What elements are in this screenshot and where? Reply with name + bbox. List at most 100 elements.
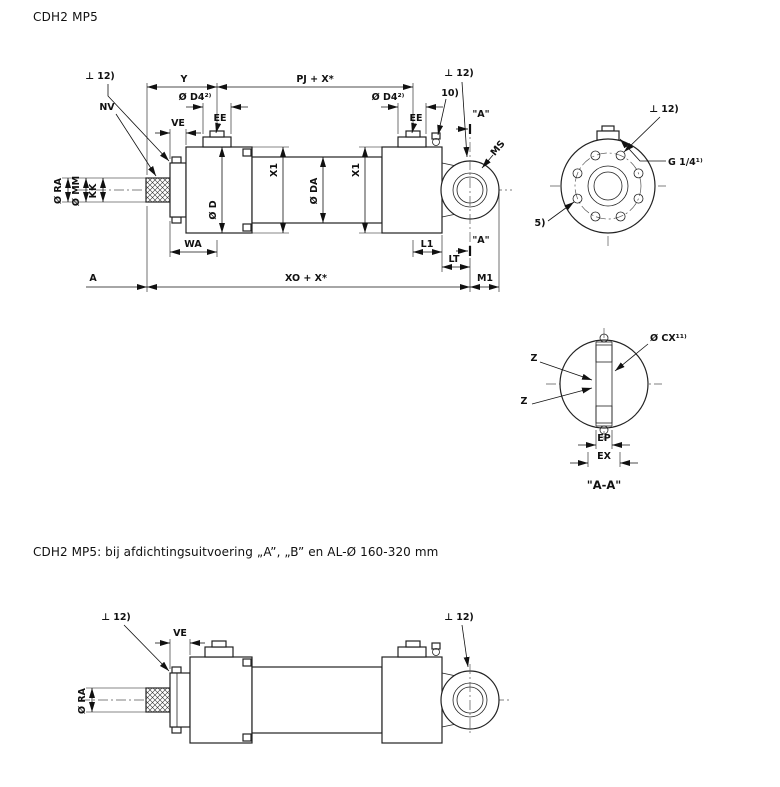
dim-label-mm: Ø MM <box>71 176 82 206</box>
note-perp12-right: ⊥ 12) <box>444 68 474 158</box>
variant-dim-ve: VE <box>155 628 205 669</box>
variant-port-left <box>204 640 234 658</box>
dim-ve-main: VE <box>155 118 201 159</box>
dim-label-xo-x: XO + X* <box>285 273 327 284</box>
bearing-section <box>595 333 613 435</box>
piston-rod-thread <box>145 177 171 203</box>
dim-label-d: Ø D <box>208 200 219 219</box>
variant-head-left <box>189 656 253 744</box>
note-perp12-left: ⊥ 12) <box>85 71 170 162</box>
variant-bleed-valve <box>431 642 441 656</box>
dim-label-ra: Ø RA <box>53 177 64 204</box>
dim-label-wa: WA <box>184 239 202 250</box>
note-ee-right: EE <box>410 113 422 134</box>
note-10-label: 10) <box>441 88 459 99</box>
note-5: 5) <box>535 201 575 229</box>
dim-wa: WA <box>169 221 218 257</box>
note-g14: G 1/4¹⁾ <box>619 138 703 168</box>
dim-lt: LT <box>441 254 470 272</box>
rod-gland <box>169 156 187 224</box>
dim-m1: M1 <box>470 192 500 292</box>
perp12-left-label: ⊥ 12) <box>85 71 115 82</box>
z-bottom-label: Z <box>521 396 528 407</box>
dim-label-l1: L1 <box>421 239 434 250</box>
port-right <box>397 130 427 148</box>
dim-label-x1-left: X1 <box>269 163 280 177</box>
variant-rod-gland <box>169 666 191 734</box>
bleed-valve <box>431 132 441 146</box>
cylinder-tube <box>251 156 383 224</box>
dim-label-x1-right: X1 <box>351 163 362 177</box>
dim-label-ep: EP <box>597 433 610 444</box>
dim-label-ex: EX <box>597 451 611 462</box>
variant-dim-label-ve: VE <box>173 628 187 639</box>
perp12-front-label: ⊥ 12) <box>649 104 679 115</box>
dim-da: Ø DA <box>309 157 326 223</box>
variant-tube <box>251 666 383 734</box>
dim-label-d4-left: Ø D4²⁾ <box>179 92 212 103</box>
variant-rod-thread <box>145 687 171 713</box>
z-top-label: Z <box>531 353 538 364</box>
note-perp12-front: ⊥ 12) <box>623 104 679 153</box>
dim-label-kk: KK <box>88 183 99 198</box>
note-5-label: 5) <box>535 218 546 229</box>
variant-port-right <box>397 640 427 658</box>
ee-left-label: EE <box>214 113 227 124</box>
bolt-circle <box>574 152 642 220</box>
pilot-circle <box>587 165 629 207</box>
dim-xo-x: XO + X* <box>147 258 471 292</box>
variant-view: ⊥ 12) VE ⊥ 12) Ø RA <box>77 612 512 744</box>
variant-note-perp12-left: ⊥ 12) <box>101 612 170 672</box>
dim-d4-left: Ø D4²⁾ <box>179 92 248 134</box>
dim-label-m1: M1 <box>477 273 493 284</box>
dim-a: A <box>86 206 148 292</box>
section-label-a-bottom: "A" <box>472 235 489 246</box>
section-aa-view: Ø CX¹¹⁾ Z Z EP EX <box>521 328 687 492</box>
variant-perp12-right-label: ⊥ 12) <box>444 612 474 623</box>
dim-ex: EX <box>570 451 638 467</box>
dim-label-a: A <box>89 273 97 284</box>
cx-label: Ø CX¹¹⁾ <box>650 333 687 344</box>
variant-eye-mount <box>440 664 500 736</box>
nv-label: NV <box>99 102 115 113</box>
note-10: 10) <box>437 88 459 136</box>
variant-dim-ra: Ø RA <box>77 687 146 714</box>
ms-label: MS <box>489 138 508 158</box>
dim-pj-x: PJ + X* <box>217 74 414 129</box>
dim-x1-left: X1 <box>252 146 289 234</box>
dim-label-ve-main: VE <box>171 118 185 129</box>
variant-dim-label-ra: Ø RA <box>77 687 88 714</box>
port-boss-front <box>596 125 620 141</box>
dim-d: Ø D <box>208 147 225 233</box>
section-cut-line <box>456 124 472 256</box>
dim-rod-group: Ø RA Ø MM KK <box>53 176 146 206</box>
variant-caption: CDH2 MP5: bij afdichtingsuitvoering „A”,… <box>33 545 439 559</box>
variant-head-right <box>381 656 443 744</box>
variant-note-perp12-right: ⊥ 12) <box>444 612 474 668</box>
dim-label-lt: LT <box>449 254 460 265</box>
front-view: ⊥ 12) G 1/4¹⁾ 5) <box>535 104 703 246</box>
note-ee-left: EE <box>214 113 227 134</box>
dim-x1-right: X1 <box>351 146 382 234</box>
eye-outline-section <box>559 339 649 429</box>
variant-perp12-left-label: ⊥ 12) <box>101 612 131 623</box>
note-cx: Ø CX¹¹⁾ <box>614 333 687 372</box>
section-label-a-top: "A" <box>472 109 489 120</box>
page-title: CDH2 MP5 <box>33 10 98 24</box>
dim-label-y: Y <box>180 74 188 85</box>
perp12-right-label: ⊥ 12) <box>444 68 474 79</box>
dim-label-d4-right: Ø D4²⁾ <box>372 92 405 103</box>
note-nv: NV <box>99 102 157 177</box>
bolt-holes <box>572 150 644 222</box>
note-z-top: Z <box>531 353 593 381</box>
dim-label-pj-x: PJ + X* <box>296 74 333 85</box>
note-ms: MS <box>481 138 508 169</box>
port-left <box>202 130 232 148</box>
section-aa-label: "A-A" <box>587 478 622 492</box>
dim-y: Y <box>146 74 218 175</box>
dim-d4-right: Ø D4²⁾ <box>372 92 443 134</box>
dim-label-da: Ø DA <box>309 177 320 204</box>
eye-mount-mp5 <box>440 160 500 220</box>
